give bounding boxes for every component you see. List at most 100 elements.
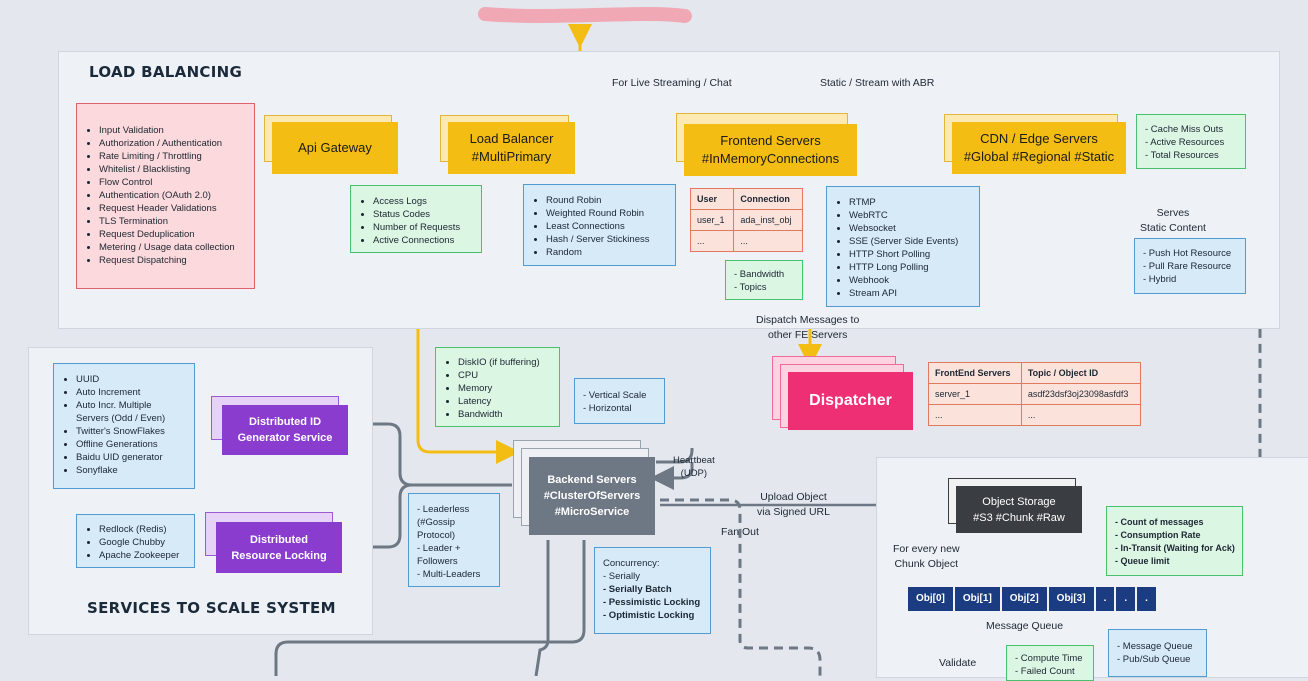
fe-protocol: Webhook — [849, 274, 971, 287]
queue-metric: - Count of messages — [1115, 517, 1204, 527]
heartbeat-label: Heartbeat (UDP) — [673, 455, 715, 479]
lb-metrics-note: Access LogsStatus CodesNumber of Request… — [350, 185, 482, 253]
lb-metric: Status Codes — [373, 208, 473, 221]
lb-metric: Active Connections — [373, 234, 473, 247]
distributed-locking-label: Distributed Resource Locking — [231, 533, 327, 562]
fe-metrics-note: - Bandwidth - Topics — [725, 260, 803, 300]
fe-metric: - Bandwidth — [734, 269, 785, 280]
id-strategy: Offline Generations — [76, 438, 186, 451]
api-gateway-feature: TLS Termination — [99, 215, 246, 228]
distributed-id-node[interactable]: Distributed ID Generator Service — [222, 405, 348, 455]
concurrency-note: Concurrency: - Serially - Serially Batch… — [594, 547, 711, 634]
api-gateway-feature: Metering / Usage data collection — [99, 241, 246, 254]
lb-algorithm: Random — [546, 246, 667, 259]
topics-cell: ... — [928, 404, 1022, 426]
id-strategy: Auto Incr. Multiple Servers (Odd / Even) — [76, 399, 186, 425]
conn-cell: ada_inst_obj — [733, 209, 803, 231]
api-gateway-feature: Request Header Validations — [99, 202, 246, 215]
api-gateway-feature: Rate Limiting / Throttling — [99, 150, 246, 163]
queue-item: Obj[1] — [954, 587, 1000, 611]
api-gateway-feature: Input Validation — [99, 124, 246, 137]
queue-types-note: - Message Queue - Pub/Sub Queue — [1108, 629, 1207, 677]
frontend-servers-node[interactable]: Frontend Servers #InMemoryConnections — [684, 124, 857, 176]
backend-servers-node[interactable]: Backend Servers #ClusterOfServers #Micro… — [529, 457, 655, 535]
lb-metric: Access Logs — [373, 195, 473, 208]
api-gateway-label: Api Gateway — [298, 140, 372, 155]
api-gateway-feature: Request Deduplication — [99, 228, 246, 241]
fe-protocol: SSE (Server Side Events) — [849, 235, 971, 248]
cdn-metrics-note: - Cache Miss Outs - Active Resources - T… — [1136, 114, 1246, 169]
topics-cell: asdf23dsf3oj23098asfdf3 — [1020, 383, 1142, 405]
concurrency-item: - Pessimistic Locking — [603, 597, 701, 608]
scale-types-note: - Vertical Scale - Horizontal — [574, 378, 665, 424]
distributed-locking-node[interactable]: Distributed Resource Locking — [216, 522, 342, 573]
conn-cell: ... — [733, 230, 803, 252]
cluster-mode: - Leaderless (#Gossip Protocol) — [417, 504, 470, 541]
object-storage-node[interactable]: Object Storage #S3 #Chunk #Raw — [956, 486, 1082, 533]
message-queue: Obj[0] Obj[1] Obj[2] Obj[3] . . . — [908, 587, 1158, 611]
concurrency-title: Concurrency: — [603, 558, 660, 569]
queue-item: Obj[2] — [1001, 587, 1047, 611]
conn-header-connection: Connection — [733, 188, 803, 210]
id-strategy: Twitter's SnowFlakes — [76, 425, 186, 438]
queue-item: Obj[3] — [1048, 587, 1094, 611]
queue-item: . — [1137, 587, 1156, 611]
concurrency-item: - Optimistic Locking — [603, 610, 695, 621]
scale-type: - Vertical Scale — [583, 390, 647, 401]
cdn-metric: - Active Resources — [1145, 137, 1225, 148]
static-stream-label: Static / Stream with ABR — [818, 77, 937, 89]
services-title: SERVICES TO SCALE SYSTEM — [87, 599, 336, 617]
lb-metric: Number of Requests — [373, 221, 473, 234]
fan-out-label: Fan Out — [721, 526, 759, 538]
api-gateway-feature: Request Dispatching — [99, 254, 246, 267]
cluster-mode: - Multi-Leaders — [417, 569, 481, 580]
api-gateway-feature: Whitelist / Blacklisting — [99, 163, 246, 176]
lb-algorithms-note: Round RobinWeighted Round RobinLeast Con… — [523, 184, 676, 266]
id-strategies-note: UUIDAuto IncrementAuto Incr. Multiple Se… — [53, 363, 195, 489]
load-balancer-label: Load Balancer #MultiPrimary — [469, 131, 554, 164]
distributed-id-label: Distributed ID Generator Service — [237, 416, 333, 444]
validate-label: Validate — [939, 657, 977, 669]
api-gateway-node[interactable]: Api Gateway — [272, 122, 398, 174]
fe-protocol: Stream API — [849, 287, 971, 300]
dispatcher-label: Dispatcher — [809, 392, 892, 409]
id-strategy: UUID — [76, 373, 186, 386]
queue-metric: - Consumption Rate — [1115, 530, 1201, 540]
message-queue-label: Message Queue — [986, 620, 1064, 632]
serves-static-label: Serves Static Content — [1140, 207, 1206, 234]
cdn-node[interactable]: CDN / Edge Servers #Global #Regional #St… — [952, 122, 1126, 174]
scaling-metric: DiskIO (if buffering) — [458, 356, 551, 369]
lock-tool: Redlock (Redis) — [99, 523, 186, 536]
every-chunk-label: For every new Chunk Object — [893, 543, 960, 570]
scaling-metric: Latency — [458, 395, 551, 408]
queue-metrics-note: - Count of messages - Consumption Rate -… — [1106, 506, 1243, 576]
concurrency-item: - Serially Batch — [603, 584, 672, 595]
cluster-modes-note: - Leaderless (#Gossip Protocol) - Leader… — [408, 493, 500, 587]
dispatch-messages-label: Dispatch Messages to other FE Servers — [756, 314, 860, 341]
queue-metric: - In-Transit (Waiting for Ack) — [1115, 543, 1235, 553]
load-balancer-node[interactable]: Load Balancer #MultiPrimary — [448, 122, 575, 174]
conn-cell: user_1 — [689, 209, 735, 231]
compute-metric: - Compute Time — [1015, 653, 1083, 664]
compute-metrics-note: - Compute Time - Failed Count — [1006, 645, 1094, 681]
scaling-metric: Memory — [458, 382, 551, 395]
fe-protocols-note: RTMPWebRTCWebsocketSSE (Server Side Even… — [826, 186, 980, 307]
fe-metric: - Topics — [734, 282, 767, 293]
fe-protocol: WebRTC — [849, 209, 971, 222]
dispatcher-node[interactable]: Dispatcher — [788, 372, 913, 430]
queue-item: Obj[0] — [908, 587, 953, 611]
scale-type: - Horizontal — [583, 403, 632, 414]
lb-algorithm: Least Connections — [546, 220, 667, 233]
lb-algorithm: Weighted Round Robin — [546, 207, 667, 220]
cdn-strategy: - Push Hot Resource — [1143, 248, 1232, 259]
fe-protocol: HTTP Short Polling — [849, 248, 971, 261]
compute-metric: - Failed Count — [1015, 666, 1075, 677]
api-gateway-feature: Authorization / Authentication — [99, 137, 246, 150]
lock-tool: Apache Zookeeper — [99, 549, 186, 562]
topics-cell: ... — [1020, 404, 1142, 426]
id-strategy: Sonyflake — [76, 464, 186, 477]
concurrency-item: - Serially — [603, 571, 640, 582]
lock-tools-note: Redlock (Redis)Google ChubbyApache Zooke… — [76, 514, 195, 568]
